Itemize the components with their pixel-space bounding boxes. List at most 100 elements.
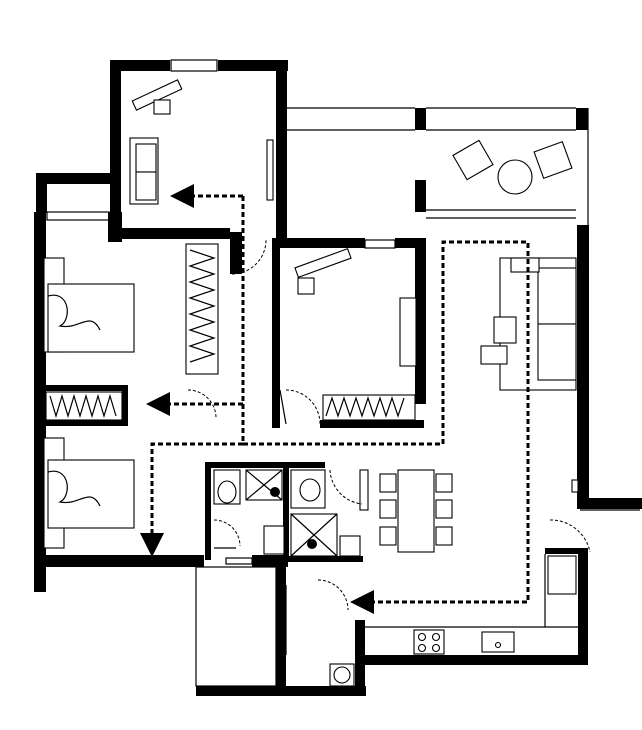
wall-segment xyxy=(34,212,46,592)
door-arc-icon xyxy=(329,469,363,505)
shelf xyxy=(266,139,274,201)
wall-segment xyxy=(576,108,588,130)
chair-icon xyxy=(435,526,453,546)
wall-segment xyxy=(360,655,588,665)
window xyxy=(364,239,396,249)
sink-drain xyxy=(494,641,502,649)
chair-icon xyxy=(452,139,494,181)
hangers xyxy=(188,249,216,363)
stove-icon xyxy=(413,629,445,655)
door-arc-icon xyxy=(549,519,591,553)
sofa-cushion xyxy=(135,143,157,173)
wall-segment xyxy=(205,462,211,560)
door-arc-icon xyxy=(213,519,241,547)
burner xyxy=(431,632,441,642)
wall-segment xyxy=(577,498,642,509)
shelf xyxy=(359,469,369,511)
chair-icon xyxy=(379,499,397,519)
door-arc-icon xyxy=(317,579,349,611)
balcony-furniture xyxy=(452,139,573,195)
blanket xyxy=(47,294,101,331)
ottoman xyxy=(480,345,508,365)
circulation-arrow-icon xyxy=(243,240,530,614)
shower-tray-line xyxy=(290,513,338,557)
burner xyxy=(417,632,427,642)
wall-segment xyxy=(320,420,424,428)
outdoor-area xyxy=(195,566,277,687)
chair-icon xyxy=(153,99,171,115)
window xyxy=(46,211,110,221)
wall-segment xyxy=(36,173,47,213)
bed-icon xyxy=(47,459,135,529)
wall-segment xyxy=(38,385,128,391)
drain-icon xyxy=(270,487,280,497)
wall-segment xyxy=(34,555,204,567)
wall-segment xyxy=(230,232,242,274)
bed-icon xyxy=(47,283,135,353)
hangers xyxy=(49,393,117,419)
window xyxy=(170,59,218,72)
shelf xyxy=(399,297,417,367)
dining-table-icon xyxy=(397,469,435,553)
wall-segment xyxy=(578,548,588,664)
burner xyxy=(431,643,441,653)
wall-segment xyxy=(110,60,121,238)
outlines xyxy=(46,59,640,687)
window xyxy=(65,557,137,565)
chair-icon xyxy=(435,473,453,493)
chair-icon xyxy=(297,277,315,295)
dining-furniture xyxy=(359,469,453,553)
wall-segment xyxy=(38,420,128,426)
sink-icon xyxy=(339,535,361,557)
wall-segment xyxy=(415,108,426,130)
wall-segment xyxy=(577,225,589,500)
sofa-cushion xyxy=(537,267,577,325)
outlet xyxy=(571,479,579,493)
wall-segment xyxy=(395,238,421,248)
bathroom-fixtures xyxy=(213,469,361,557)
hall-wardrobe xyxy=(45,391,123,421)
ottoman xyxy=(493,316,517,344)
hangers xyxy=(325,396,405,418)
walls xyxy=(34,60,642,696)
chair-icon xyxy=(533,141,573,179)
kitchen-fixtures xyxy=(329,555,577,687)
sofa-cushion xyxy=(537,323,577,381)
shower-tray-line xyxy=(245,469,283,501)
drain-icon xyxy=(307,539,317,549)
door-arc-icon xyxy=(187,389,217,419)
circulation-paths xyxy=(140,184,530,614)
blanket xyxy=(47,470,101,507)
door-arc-icon xyxy=(285,389,321,425)
wall-segment xyxy=(108,212,122,242)
wall-segment xyxy=(283,462,289,562)
bedroom-1-furniture xyxy=(43,243,219,375)
wall-segment xyxy=(218,60,288,71)
door-leaf xyxy=(279,389,287,425)
doors xyxy=(187,239,591,655)
wall-segment xyxy=(276,60,287,246)
chair-icon xyxy=(379,473,397,493)
wall-segment xyxy=(36,173,120,184)
living-furniture xyxy=(480,257,579,493)
bedroom-2-furniture xyxy=(43,437,135,549)
study-2-furniture xyxy=(294,248,417,421)
sink-icon xyxy=(263,525,285,555)
burner xyxy=(417,643,427,653)
wall-segment xyxy=(275,238,365,248)
sofa-cushion xyxy=(135,171,157,201)
wall-segment xyxy=(272,238,280,428)
door-arc-icon xyxy=(231,239,267,275)
desk-icon xyxy=(294,248,352,278)
toilet-bowl xyxy=(299,478,321,502)
wall-segment xyxy=(355,620,365,694)
circulation-arrow-icon xyxy=(140,196,245,557)
wall-segment xyxy=(283,556,363,562)
study-1-furniture xyxy=(129,79,274,205)
wall-segment xyxy=(110,228,230,239)
wall-segment xyxy=(110,60,170,71)
wall-segment xyxy=(122,385,128,426)
wall-segment xyxy=(205,462,325,468)
window xyxy=(225,557,253,565)
